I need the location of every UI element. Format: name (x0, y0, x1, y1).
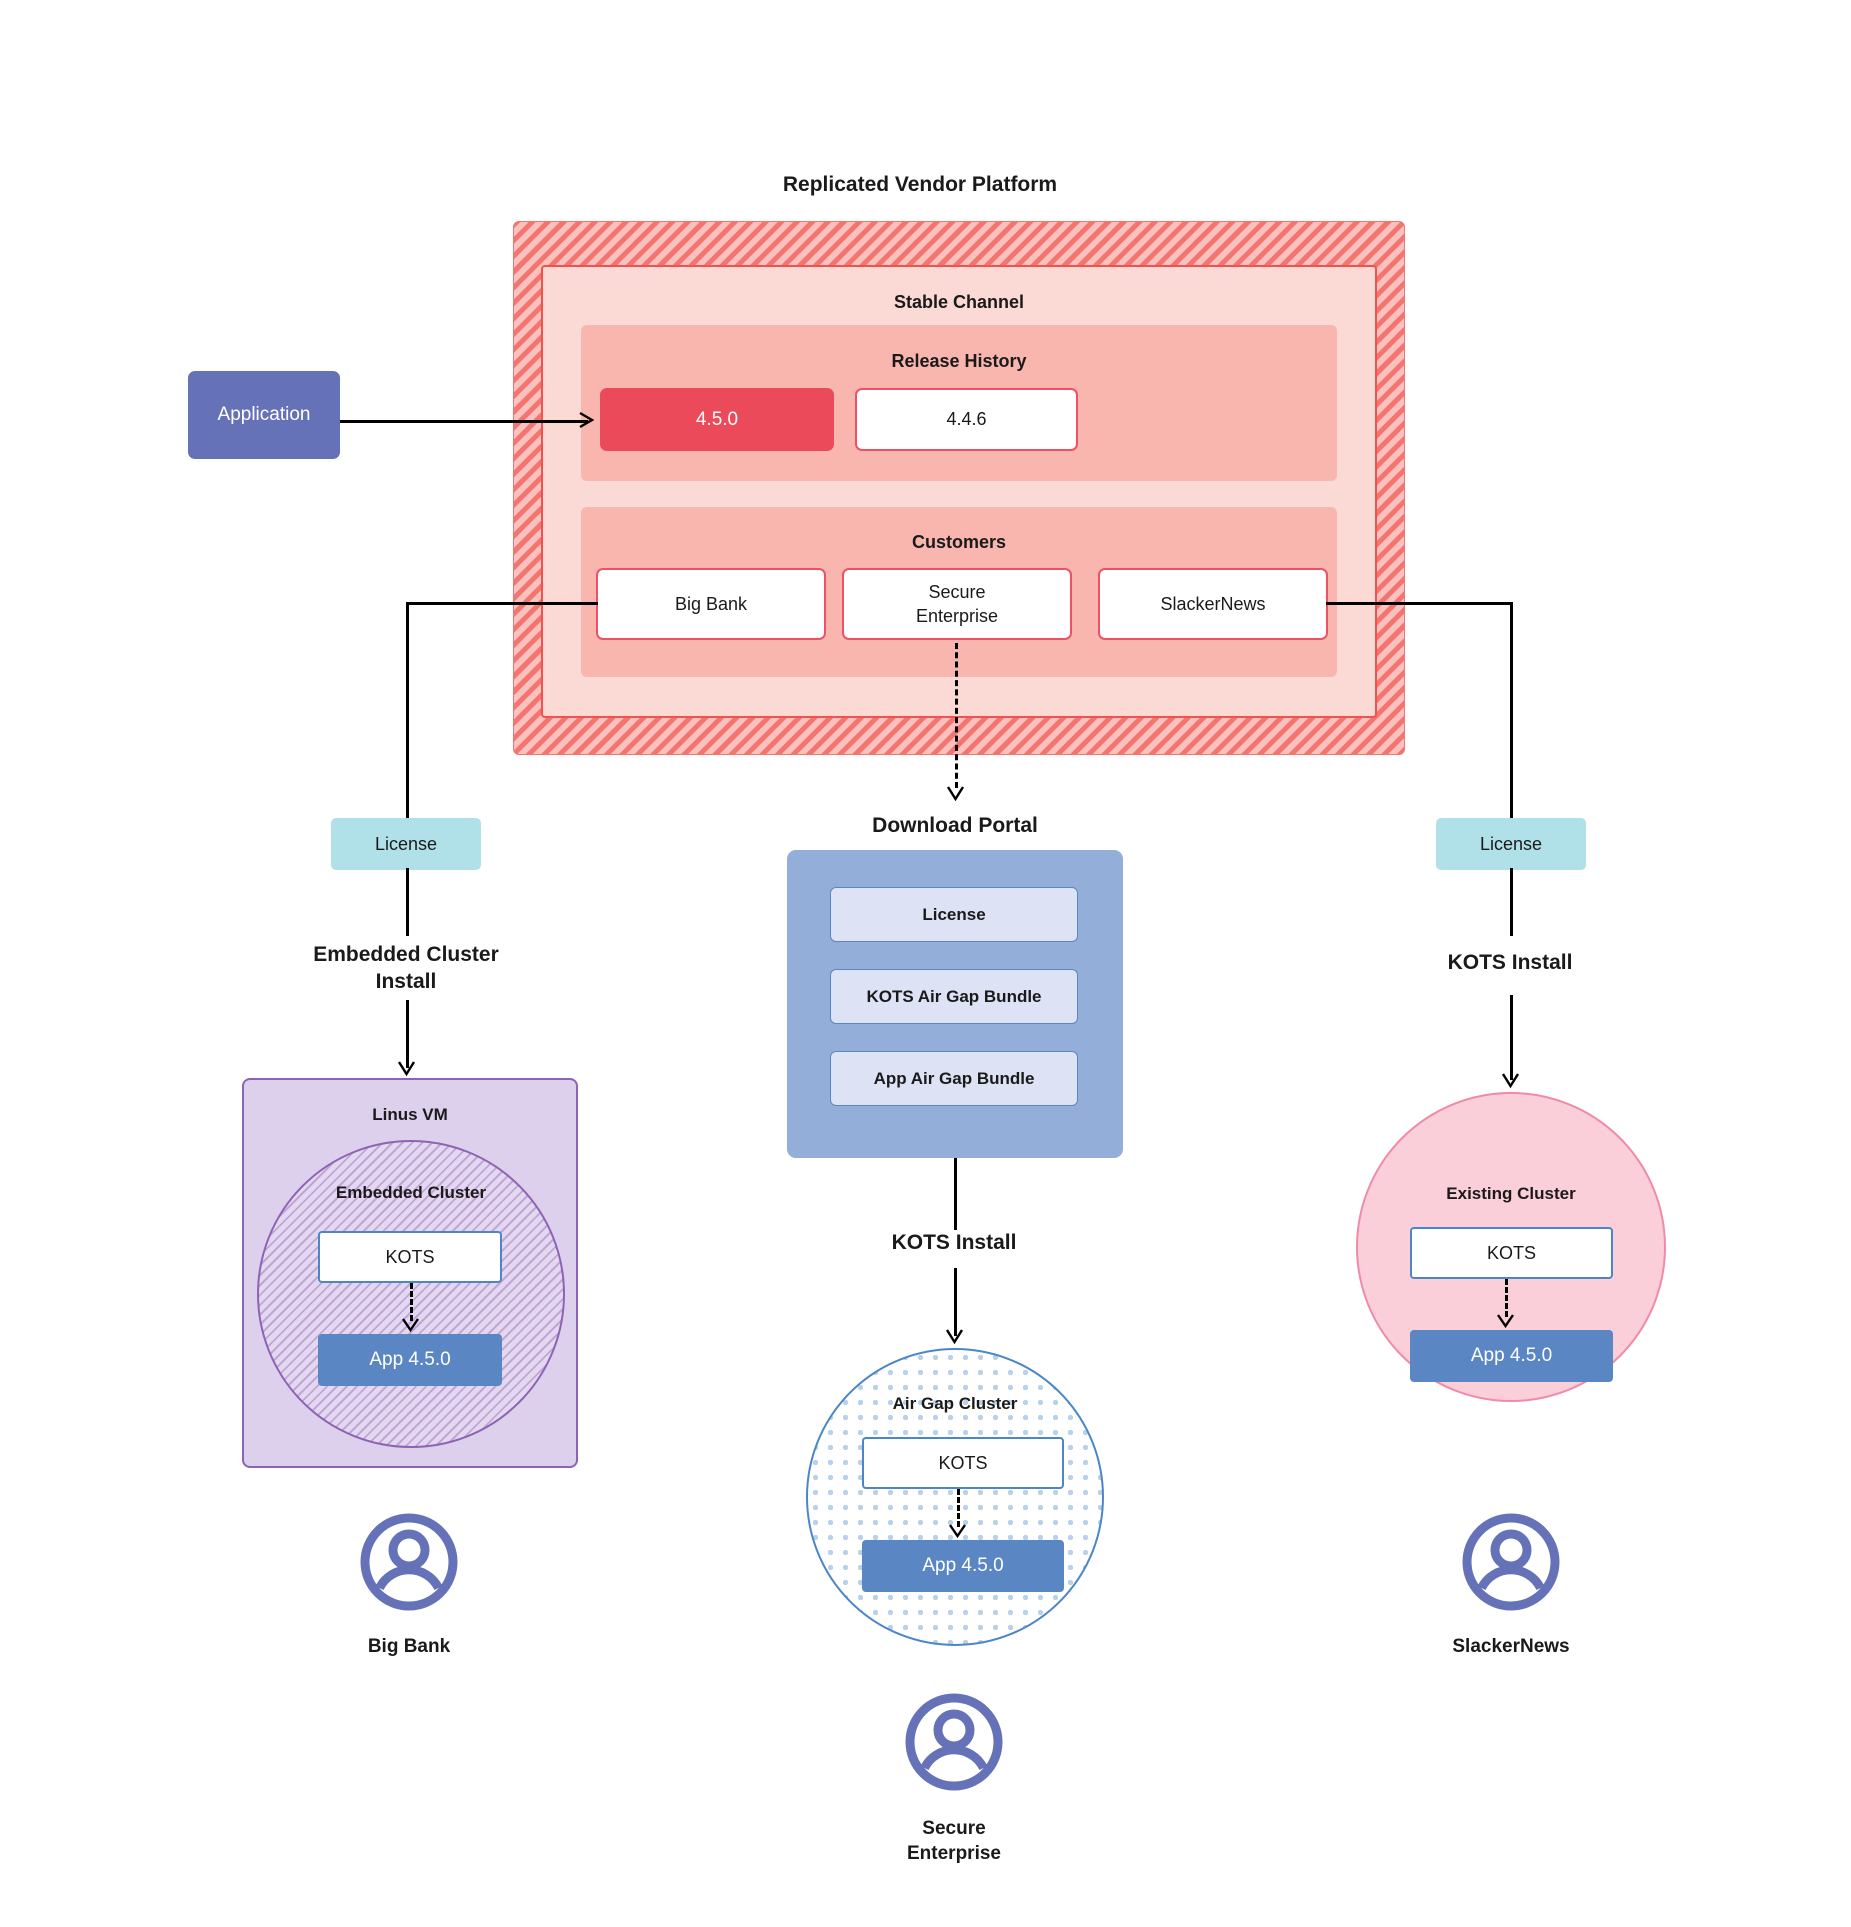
arrowhead-existing-kots-to-app (1497, 1314, 1514, 1329)
arrowhead-to-existing-cluster (1501, 1073, 1520, 1089)
release-4-5-0[interactable]: 4.5.0 (600, 388, 834, 451)
customers-label: Customers (911, 531, 1007, 552)
connector-install-to-existing (1510, 995, 1513, 1080)
airgap-kots-box[interactable]: KOTS (862, 1437, 1064, 1489)
air-gap-cluster-label: Air Gap Cluster (892, 1394, 1018, 1413)
release-history-label: Release History (891, 350, 1027, 371)
arrowhead-to-airgap-cluster (945, 1329, 964, 1345)
connector-airgap-kots-to-app (957, 1489, 960, 1527)
arrowhead-application-to-release (579, 411, 595, 429)
connector-install-to-airgap (954, 1268, 957, 1336)
avatar-secure-enterprise-icon (902, 1690, 1006, 1794)
stable-channel-label: Stable Channel (893, 291, 1025, 312)
customer-secure-enterprise[interactable]: Secure Enterprise (842, 568, 1072, 640)
connector-license-left-down (406, 868, 409, 936)
air-gap-cluster-circle (806, 1348, 1104, 1646)
airgap-app-version-box[interactable]: App 4.5.0 (862, 1540, 1064, 1592)
edge-label-embedded-cluster-install: Embedded Cluster Install (246, 940, 566, 998)
connector-slackernews-vertical (1510, 602, 1513, 843)
application-node[interactable]: Application (188, 371, 340, 459)
customer-label-se-line2: Enterprise (907, 1843, 1001, 1864)
edge-label-ec-line2: Install (375, 970, 437, 993)
connector-bigbank-vertical (406, 602, 409, 843)
connector-license-right-down (1510, 868, 1513, 936)
portal-item-app-air-gap-bundle[interactable]: App Air Gap Bundle (830, 1051, 1078, 1106)
customer-big-bank[interactable]: Big Bank (596, 568, 826, 640)
existing-app-version-box[interactable]: App 4.5.0 (1410, 1330, 1613, 1382)
edge-label-kots-install-right: KOTS Install (1447, 950, 1573, 974)
avatar-big-bank-icon (357, 1510, 461, 1614)
arrowhead-embedded-kots-to-app (402, 1318, 419, 1333)
customer-label-secure-enterprise: Secure Enterprise (834, 1812, 1074, 1872)
existing-kots-box[interactable]: KOTS (1410, 1227, 1613, 1279)
customer-secure-enterprise-line1: Secure (928, 581, 986, 602)
license-node-right[interactable]: License (1436, 818, 1586, 870)
embedded-cluster-label: Embedded Cluster (335, 1183, 487, 1202)
release-4-4-6[interactable]: 4.4.6 (855, 388, 1078, 451)
diagram-title: Replicated Vendor Platform (782, 173, 1058, 196)
connector-slackernews-horizontal (1326, 602, 1512, 605)
connector-secure-enterprise-to-portal (955, 643, 958, 788)
embedded-kots-box[interactable]: KOTS (318, 1231, 502, 1283)
arrowhead-to-linus-vm (397, 1061, 416, 1077)
edge-label-ec-line1: Embedded Cluster (313, 943, 499, 967)
avatar-slackernews-icon (1459, 1510, 1563, 1614)
embedded-app-version-box[interactable]: App 4.5.0 (318, 1334, 502, 1386)
existing-cluster-label: Existing Cluster (1446, 1184, 1576, 1203)
edge-label-kots-install-middle: KOTS Install (891, 1230, 1017, 1254)
connector-bigbank-horizontal (406, 602, 598, 605)
connector-existing-kots-to-app (1505, 1279, 1508, 1317)
download-portal-title: Download Portal (872, 814, 1038, 837)
customer-label-se-line1: Secure (922, 1818, 986, 1840)
arrowhead-to-download-portal (946, 786, 965, 802)
arrowhead-airgap-kots-to-app (949, 1524, 966, 1539)
connector-application-to-release (340, 420, 588, 423)
customer-label-big-bank: Big Bank (367, 1635, 451, 1657)
customer-label-slackernews: SlackerNews (1452, 1635, 1570, 1657)
connector-to-linus-vm (406, 1000, 409, 1068)
customer-slackernews[interactable]: SlackerNews (1098, 568, 1328, 640)
connector-embedded-kots-to-app (410, 1283, 413, 1321)
portal-item-license[interactable]: License (830, 887, 1078, 942)
linus-vm-label: Linus VM (372, 1105, 448, 1124)
customer-secure-enterprise-line2: Enterprise (915, 606, 999, 626)
portal-item-kots-air-gap-bundle[interactable]: KOTS Air Gap Bundle (830, 969, 1078, 1024)
license-node-left[interactable]: License (331, 818, 481, 870)
connector-portal-to-install (954, 1158, 957, 1230)
